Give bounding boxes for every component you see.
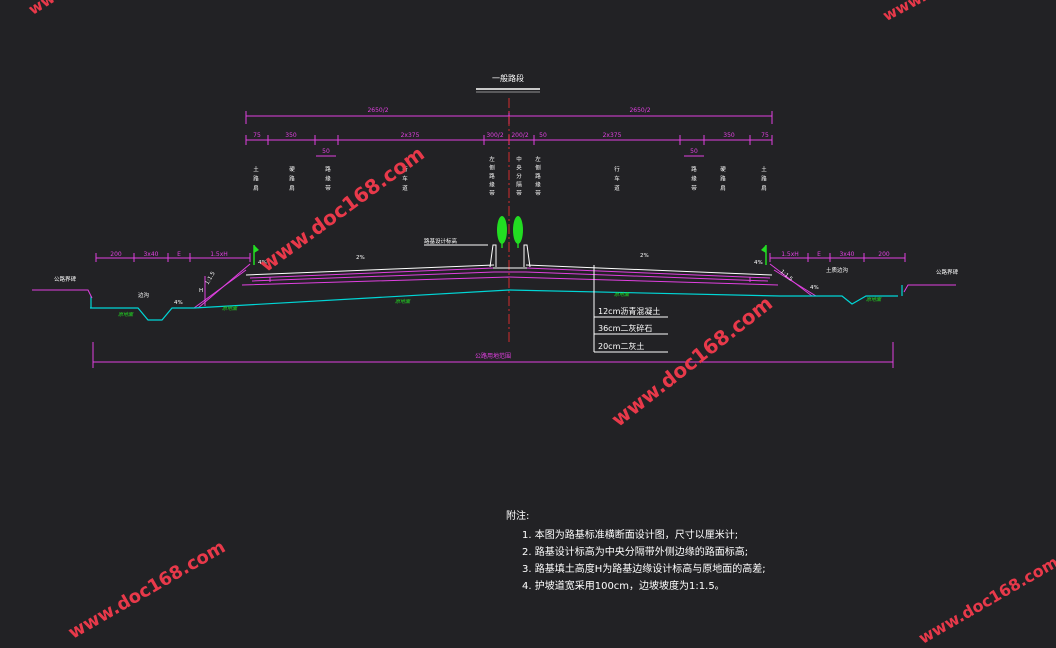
dim-50-small-right: 50 (690, 148, 698, 155)
notes-block: 附注: 1. 本图为路基标准横断面设计图，尺寸以厘米计; 2. 路基设计标高为中… (506, 508, 766, 595)
dim-bottom-total: 公路用地范围 (475, 352, 511, 360)
lane-label-l3: 路缘带 (324, 165, 331, 195)
dim-right-slope: 1.5xH (781, 251, 799, 258)
dim-left-3x40: 3x40 (143, 251, 158, 258)
note-item-2: 2. 路基设计标高为中央分隔带外侧边缘的路面标高; (522, 547, 749, 558)
drawing-title: 一般路段 (492, 73, 524, 83)
soil-c: 原地面 (395, 298, 411, 305)
slope-2-l: 2% (356, 255, 365, 261)
dim-2x375-right: 2x375 (603, 132, 622, 139)
note-item-1: 1. 本图为路基标准横断面设计图，尺寸以厘米计; (522, 530, 739, 541)
dim-right-200: 200 (878, 251, 890, 258)
median-trees-icon (497, 216, 523, 248)
lane-label-l5: 左侧路缘带 (488, 155, 495, 199)
notes-heading: 附注: (506, 511, 530, 522)
note-item-4: 4. 护坡道宽采用100cm，边坡坡度为1:1.5。 (522, 581, 725, 592)
dim-right-E: E (817, 251, 821, 258)
dim-350-right: 350 (723, 132, 735, 139)
lane-label-l6: 中央分隔带 (515, 155, 522, 199)
slope-4-r2: 4% (810, 285, 819, 291)
soil-l2: 原地面 (222, 305, 238, 312)
dim-left-200: 200 (110, 251, 122, 258)
ratio-left: 1:1.5 (205, 270, 217, 286)
dim-left-slope: 1.5xH (210, 251, 228, 258)
dim-50-right-top: 50 (539, 132, 547, 139)
design-elevation-label: 路基设计标高 (424, 237, 458, 245)
layer-1-label: 12cm沥青混凝土 (598, 306, 660, 316)
slope-2-r: 2% (640, 253, 649, 259)
boundary-left: 公路界碑 (54, 275, 77, 283)
height-h-left: H (199, 288, 203, 294)
dim-half-right: 2650/2 (629, 107, 650, 114)
lane-label-r3: 路缘带 (690, 165, 697, 195)
bottom-dimension: 公路用地范围 (92, 342, 894, 368)
layer-3-label: 20cm二灰土 (598, 341, 644, 351)
lane-label-l2: 硬路肩 (288, 166, 295, 195)
dim-75-left: 75 (253, 132, 261, 139)
soil-r2: 原地面 (866, 296, 882, 303)
annotations: 路基设计标高 4% 2% 2% 4% 4% 4% 1:1.5 1:1.5 H 边… (54, 237, 959, 318)
lane-label-r5: 左侧路缘带 (534, 155, 541, 199)
dim-half-left: 2650/2 (367, 107, 388, 114)
dim-300-2: 300/2 (486, 132, 503, 139)
side-dimensions: 200 3x40 E 1.5xH 1.5xH E 3x40 200 (95, 251, 906, 262)
drain-right: 土质边沟 (826, 266, 849, 274)
lane-label-l4: 行车道 (401, 165, 408, 195)
dim-350-left: 350 (285, 132, 297, 139)
lane-label-l1: 土路肩 (252, 165, 259, 195)
slope-4-r1: 4% (754, 260, 763, 266)
lane-label-r1: 土路肩 (760, 165, 767, 195)
lane-label-r2: 硬路肩 (719, 166, 726, 195)
dim-2x375-left: 2x375 (401, 132, 420, 139)
pavement-structure (241, 244, 779, 286)
dim-75-right: 75 (761, 132, 769, 139)
soil-l1: 原地面 (118, 311, 134, 318)
soil-r1: 原地面 (614, 291, 630, 298)
small-50-dims: 50 50 (316, 148, 704, 157)
slope-4-l2: 4% (174, 300, 183, 306)
layer-2-label: 36cm二灰碎石 (598, 323, 652, 333)
layer-callout: 12cm沥青混凝土 36cm二灰碎石 20cm二灰土 (593, 265, 668, 353)
dim-left-E: E (177, 251, 181, 258)
left-embankment (90, 245, 510, 321)
lane-labels: 土路肩 硬路肩 路缘带 行车道 左侧路缘带 中央分隔带 左侧路缘带 行车道 路缘… (252, 155, 767, 199)
right-embankment (508, 245, 903, 305)
slope-4-l1: 4% (258, 260, 267, 266)
dim-200-2: 200/2 (511, 132, 528, 139)
dim-right-3x40: 3x40 (839, 251, 854, 258)
note-item-3: 3. 路基填土高度H为路基边缘设计标高与原地面的高差; (522, 564, 766, 575)
dim-50-small-left: 50 (322, 148, 330, 155)
boundary-right: 公路界碑 (936, 268, 959, 276)
lane-label-r4: 行车道 (613, 165, 620, 195)
ditch-left: 边沟 (138, 291, 150, 299)
